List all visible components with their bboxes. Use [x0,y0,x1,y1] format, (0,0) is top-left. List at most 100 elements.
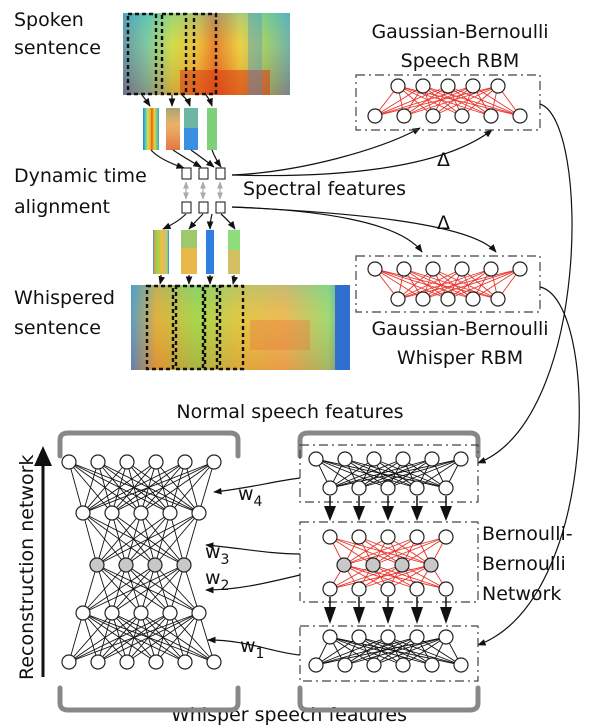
network-unit [89,557,105,573]
bbn-edge [387,458,462,489]
bbn-edge [402,636,447,666]
bbn-edge [358,564,432,590]
bbn-label-line1: Bernoulli- [482,523,573,545]
bbn-unit [322,581,338,597]
spoken-sentence-label-line2: sentence [14,37,101,59]
dtw-label-line2: alignment [14,196,110,218]
network-edge [68,612,171,663]
stack-arrowhead [411,607,423,624]
bbn-unit [322,529,338,545]
rbm-edge [432,85,499,117]
whispered-spectrogram [131,285,350,370]
bbn-unit [424,451,440,467]
network-edge [198,461,215,514]
network-edge [169,564,185,614]
bbn-edge [343,536,418,566]
normal-speech-features-label: Normal speech features [176,401,403,423]
network-unit [61,654,77,670]
network-edge [68,612,200,663]
reconstruction-network-nodes [61,454,222,670]
rbm-edge [374,85,474,117]
rbm-edge [422,85,492,117]
network-unit [75,505,91,521]
bbn-unit [438,480,454,496]
rbm-edge [374,268,449,300]
network-edge [126,612,200,663]
rbm-edge [397,85,463,117]
bbn-unit [394,557,410,573]
bbn-label-line3: Network [482,583,561,605]
visible-unit [396,261,412,277]
network-unit [162,505,178,521]
whisper-rbm-label-line1: Gaussian-Bernoulli [371,318,548,340]
hidden-unit [490,78,506,94]
bbn-edge [329,564,403,590]
network-edge [198,612,215,663]
network-unit [118,557,134,573]
rbm-edge [472,85,521,117]
visible-unit [483,108,499,124]
visible-unit [512,108,528,124]
rbm-edge [432,268,474,300]
network-edge [97,612,200,663]
network-edge [155,612,200,663]
bbn-unit [380,529,396,545]
network-edge [82,564,98,614]
bbn-unit [351,629,367,645]
spoken-frame-windows [126,12,218,96]
bbn-unit [351,480,367,496]
network-edge [68,612,113,663]
reconstruction-network-edges [68,461,215,663]
bbn-unit [438,581,454,597]
rbm-edge [447,85,521,117]
bbn-unit [409,581,425,597]
stack-arrowhead [324,607,336,624]
rbm-edge [403,85,449,117]
rbm-edge [422,268,521,300]
bbn-edge [315,636,389,666]
visible-unit [425,261,441,277]
hidden-unit [390,291,406,307]
bbn-unit [453,657,469,673]
bernoulli-bernoulli-network [299,444,479,682]
speech-rbm-nodes [367,78,528,124]
speech-rbm-label-line1: Gaussian-Bernoulli [371,21,548,43]
rbm-edge [374,85,424,117]
whispered-frame-windows [145,284,245,371]
network-edge [169,461,215,514]
network-edge [82,564,156,614]
hidden-unit [440,78,456,94]
network-edge [184,612,200,663]
spoken-slice-arrows [141,94,213,107]
whisper-rbm-nodes [367,261,528,307]
network-unit [119,654,135,670]
bbn-unit [380,581,396,597]
network-unit [75,605,91,621]
network-unit [191,505,207,521]
bbn-edge [315,636,418,666]
network-unit [191,605,207,621]
rbm-to-network-curves [477,103,580,646]
bbn-unit [423,557,439,573]
rbm-edge [374,85,449,117]
network-edge [68,612,142,663]
w1-label: w1 [240,635,264,662]
hidden-unit [415,78,431,94]
rbm-edge [432,268,499,300]
bbn-unit [308,451,324,467]
visible-unit [454,261,470,277]
network-unit [104,605,120,621]
reconstruction-frame [57,430,241,713]
whispered-slice-arrows [158,274,239,285]
whisper-rbm-label-line2: Whisper RBM [397,347,523,369]
network-edge [96,512,113,566]
bbn-edge [373,636,447,666]
rbm-edge [397,85,434,117]
weight-transfer-arrows [205,477,301,656]
hidden-unit [415,291,431,307]
network-edge [183,512,200,566]
bbn-unit [351,529,367,545]
bbn-edge [343,536,389,566]
visible-unit [396,108,412,124]
bbn-unit [380,480,396,496]
